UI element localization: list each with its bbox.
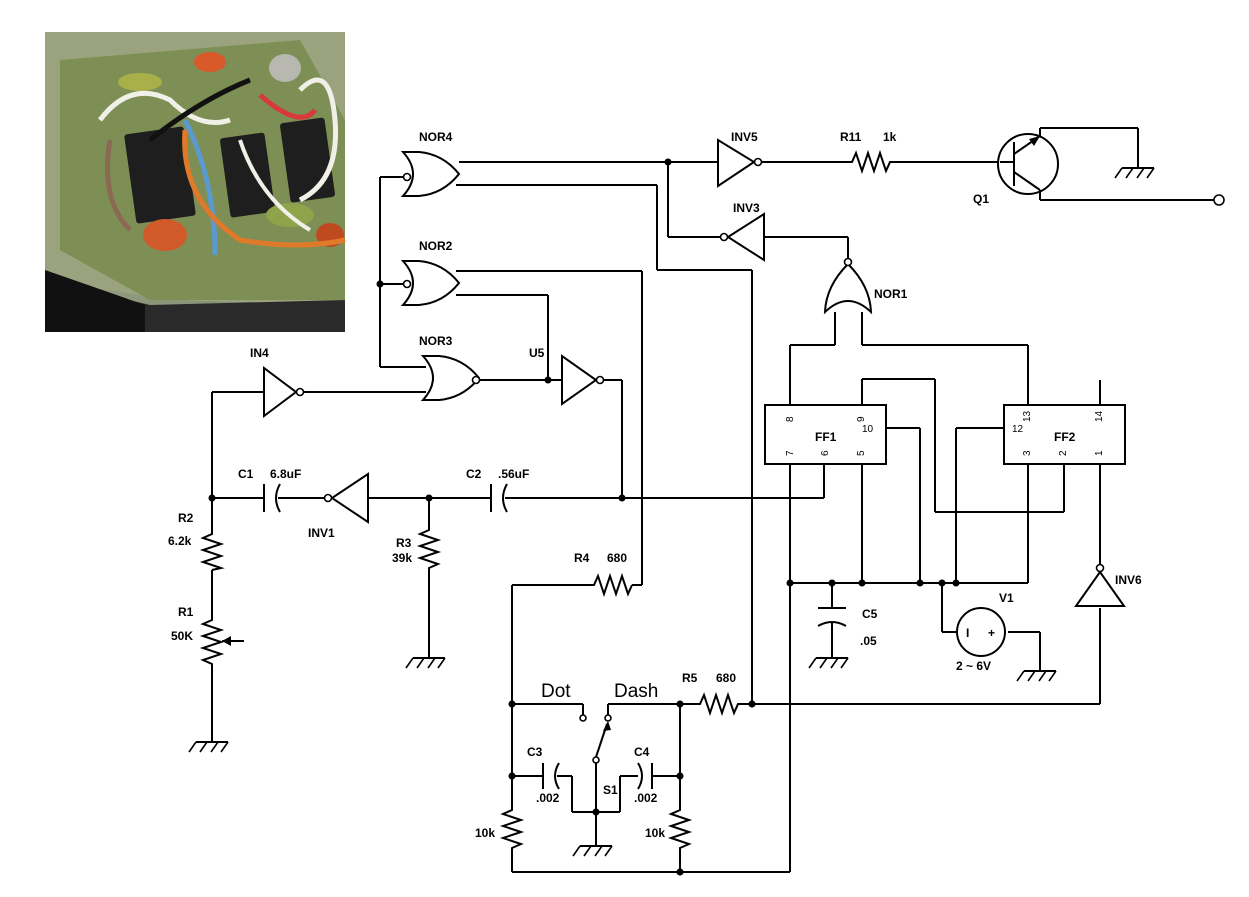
s1-switch	[579, 714, 612, 764]
nor4-gate	[402, 151, 460, 197]
ff1-pin-10: 10	[862, 424, 874, 435]
r-right-value: 10k	[645, 826, 665, 840]
r4-resistor	[590, 572, 633, 598]
c5-capacitor	[817, 607, 847, 627]
r1-value: 50K	[171, 629, 193, 643]
u5-label: U5	[529, 346, 545, 360]
inv3-label: INV3	[733, 201, 760, 215]
ff2-pin-2: 2	[1058, 450, 1069, 456]
inv6-label: INV6	[1115, 573, 1142, 587]
r-left-value: 10k	[475, 826, 495, 840]
nor1-gate	[823, 257, 873, 315]
r5-resistor	[696, 691, 740, 717]
v1-value: 2 ~ 6V	[956, 659, 991, 673]
r11-resistor	[848, 149, 896, 175]
nor3-gate	[422, 355, 481, 401]
ground-icon	[188, 725, 229, 753]
r3-label: R3	[396, 536, 412, 550]
in4-label: IN4	[250, 346, 269, 360]
q1-label: Q1	[973, 192, 989, 206]
u5-gate	[561, 354, 605, 406]
r-right-10k-resistor	[667, 805, 693, 850]
c3-capacitor	[542, 762, 560, 790]
c1-label: C1	[238, 467, 254, 481]
c3-label: C3	[527, 745, 543, 759]
ff2-pin-12: 12	[1012, 424, 1024, 435]
nor2-label: NOR2	[419, 239, 453, 253]
inv3-gate	[719, 212, 765, 262]
r2-resistor	[199, 530, 225, 571]
c4-label: C4	[634, 745, 650, 759]
r-left-10k-resistor	[499, 805, 525, 850]
ff2-flipflop	[1003, 404, 1126, 465]
c2-capacitor	[490, 483, 508, 513]
dot-label: Dot	[541, 681, 571, 702]
inv6-gate	[1074, 563, 1126, 607]
ground-icon	[1016, 654, 1057, 682]
r11-value: 1k	[883, 130, 897, 144]
circuit-board-photo	[45, 32, 346, 332]
r3-resistor	[416, 525, 442, 570]
c3-value: .002	[536, 791, 560, 805]
inv5-gate	[717, 138, 763, 188]
r4-label: R4	[574, 551, 590, 565]
in4-gate	[263, 366, 305, 418]
c5-label: C5	[862, 607, 878, 621]
v1-source	[956, 607, 1006, 657]
ground-icon	[1114, 151, 1155, 179]
c5-value: .05	[860, 634, 877, 648]
nor4-label: NOR4	[419, 130, 453, 144]
r5-value: 680	[716, 671, 736, 685]
ff2-pin-14: 14	[1094, 410, 1105, 422]
ff1-pin-8: 8	[785, 416, 796, 422]
ff2-pin-1: 1	[1094, 450, 1105, 456]
c2-value: .56uF	[498, 467, 529, 481]
nor2-gate	[402, 260, 460, 306]
r11-label: R11	[840, 130, 862, 144]
r2-value: 6.2k	[168, 534, 192, 548]
wire-network	[211, 127, 1214, 873]
r1-label: R1	[178, 605, 194, 619]
ff1-pin-5: 5	[856, 450, 867, 456]
ground-icon	[808, 641, 849, 669]
junction-dots	[208, 158, 960, 876]
r2-label: R2	[178, 511, 194, 525]
c1-value: 6.8uF	[270, 467, 301, 481]
output-terminal	[1213, 194, 1225, 206]
c4-capacitor	[637, 762, 653, 790]
inv5-label: INV5	[731, 130, 758, 144]
v1-plus-sign: +	[988, 626, 995, 640]
ff2-label: FF2	[1054, 430, 1076, 444]
dash-label: Dash	[614, 681, 658, 702]
nor3-label: NOR3	[419, 334, 453, 348]
ff2-pin-3: 3	[1022, 450, 1033, 456]
s1-label: S1	[603, 783, 618, 797]
ff1-pin-7: 7	[785, 450, 796, 456]
c2-label: C2	[466, 467, 482, 481]
r4-value: 680	[607, 551, 627, 565]
inv1-gate	[323, 472, 369, 524]
inv1-label: INV1	[308, 526, 335, 540]
ff2-pin-13: 13	[1022, 410, 1033, 422]
c1-capacitor	[263, 483, 281, 513]
r5-label: R5	[682, 671, 698, 685]
ff1-label: FF1	[815, 430, 837, 444]
v1-label: V1	[999, 591, 1014, 605]
v1-minus-sign: I	[966, 626, 969, 640]
r1-potentiometer	[199, 615, 244, 668]
r3-value: 39k	[392, 551, 412, 565]
nor1-label: NOR1	[874, 287, 908, 301]
c4-value: .002	[634, 791, 658, 805]
ff1-pin-9: 9	[856, 416, 867, 422]
q1-transistor	[997, 128, 1059, 200]
ground-icon	[405, 641, 446, 669]
ground-icon	[572, 829, 613, 857]
ff1-flipflop	[764, 404, 887, 465]
ff1-pin-6: 6	[820, 450, 831, 456]
